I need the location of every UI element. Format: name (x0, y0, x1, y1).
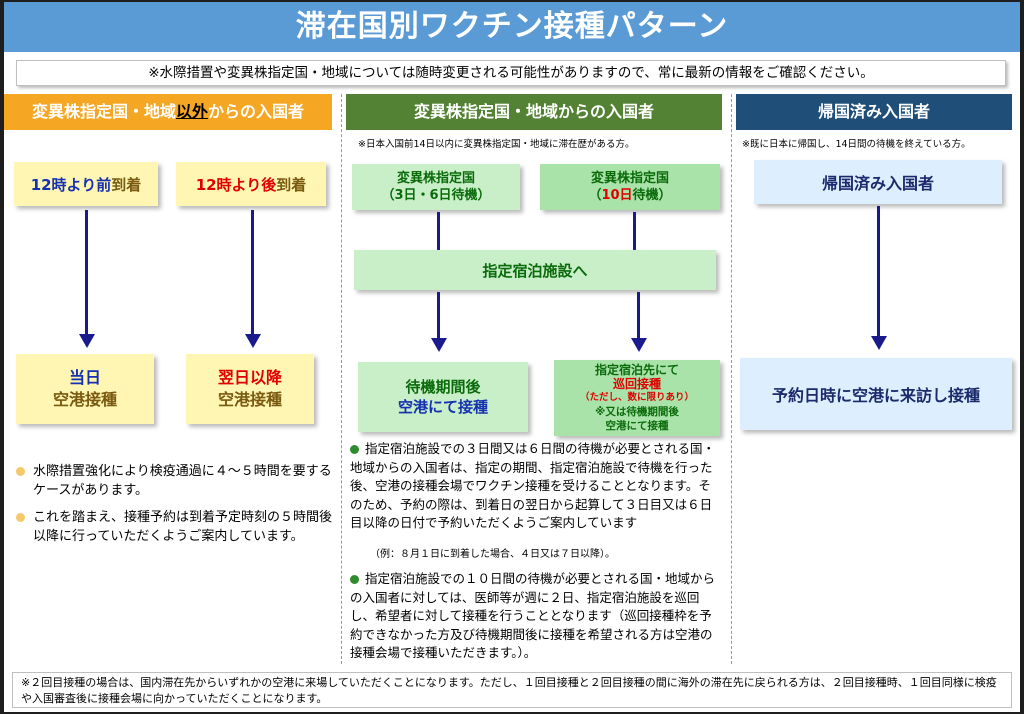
column-divider (341, 94, 342, 664)
box-text: 12時より (195, 175, 262, 194)
box-text: 変異株指定国 (590, 171, 669, 186)
col3-header: 帰国済み入国者 (736, 94, 1012, 130)
box-text: 指定宿泊先にて (594, 363, 679, 377)
col1-bullet-1: 水際措置強化により検疫通過に４～５時間を要するケースがあります。 (16, 462, 334, 500)
next-day-vaccination-box: 翌日以降 空港接種 (186, 354, 314, 424)
col1-bullet-2: これを踏まえ、接種予約は到着予定時刻の５時間後以降に行っていただくようご案内して… (16, 508, 334, 546)
bullet-dot-icon (16, 513, 25, 522)
box-text: 待機期間後 (405, 378, 481, 396)
bullet-dot-icon (16, 467, 25, 476)
box-text: 翌日以降 (217, 368, 282, 387)
page: 滞在国別ワクチン接種パターン ※水際措置や変異株指定国・地域については随時変更さ… (4, 2, 1020, 712)
footnote: ※２回目接種の場合は、国内滞在先からいずれかの空港に来場していただくことになりま… (12, 672, 1012, 708)
notice-banner: ※水際措置や変異株指定国・地域については随時変更される可能性がありますので、常に… (16, 60, 1006, 86)
arrival-before-noon-box: 12時より前到着 (14, 162, 158, 206)
col3-subnote: ※既に日本に帰国し、14日間の待機を終えている方。 (742, 139, 971, 150)
bullet-dot-icon (350, 575, 359, 584)
bullet-dot-icon (350, 445, 359, 454)
arrival-after-noon-box: 12時より後到着 (176, 162, 326, 206)
returned-traveler-box: 帰国済み入国者 (754, 160, 1002, 204)
box-text-emphasis: 前 (96, 175, 112, 194)
col2-header: 変異株指定国・地域からの入国者 (346, 94, 722, 130)
box-text: （ (588, 188, 602, 203)
box-text: 空港接種 (52, 390, 117, 409)
box-text: 空港接種 (217, 390, 282, 409)
column-divider (731, 94, 732, 664)
designated-facility-box: 指定宿泊施設へ (354, 250, 716, 290)
box-text-emphasis: 後 (261, 175, 277, 194)
box-text-emphasis: 巡回接種 (612, 377, 661, 391)
col2-bullet-example: （例：８月１日に到着した場合、４日又は７日以降）。 (370, 549, 615, 560)
box-text: 12時より (30, 175, 97, 194)
box-text-emphasis: 10日 (601, 188, 633, 203)
variant-10-day-box: 変異株指定国 （10日待機） (540, 164, 720, 210)
col1-header-post: からの入国者 (208, 102, 305, 121)
box-text: 当日 (68, 368, 101, 387)
box-text: 指定宿泊施設へ (482, 261, 588, 280)
box-text: 予約日時に空港に来訪し接種 (771, 386, 980, 405)
bullet-text: 指定宿泊施設での３日間又は６日間の待機が必要とされる国・地域からの入国者は、指定… (350, 441, 716, 530)
box-text: ※又は待機期間後 (595, 406, 679, 418)
bullet-text: 指定宿泊施設での１０日間の待機が必要とされる国・地域からの入国者に対しては、医師… (350, 571, 716, 660)
col2-bullet-1: 指定宿泊施設での３日間又は６日間の待機が必要とされる国・地域からの入国者は、指定… (350, 440, 722, 533)
box-text: 帰国済み入国者 (821, 174, 934, 193)
col1-header: 変異株指定国・地域以外からの入国者 (4, 94, 332, 130)
after-waiting-airport-box: 待機期間後 空港にて接種 (358, 362, 528, 432)
box-text: （3日・6日 (381, 188, 452, 203)
bullet-text: 水際措置強化により検疫通過に４～５時間を要するケースがあります。 (33, 464, 332, 498)
box-text: 到着 (111, 175, 142, 194)
rounds-vaccination-box: 指定宿泊先にて 巡回接種 （ただし、数に限りあり） ※又は待機期間後 空港にて接… (554, 360, 720, 436)
box-text: （ただし、数に限りあり） (579, 392, 694, 403)
col1-header-emphasis: 以外 (175, 102, 208, 121)
scheduled-airport-visit-box: 予約日時に空港に来訪し接種 (740, 358, 1012, 430)
col2-bullet-2: 指定宿泊施設での１０日間の待機が必要とされる国・地域からの入国者に対しては、医師… (350, 570, 722, 663)
variant-3-6-day-box: 変異株指定国 （3日・6日待機） (352, 164, 520, 210)
box-text: 到着 (276, 175, 307, 194)
box-text: 変異株指定国 (396, 171, 475, 186)
page-title: 滞在国別ワクチン接種パターン (4, 2, 1020, 52)
box-text: 空港にて接種 (605, 420, 669, 432)
same-day-vaccination-box: 当日 空港接種 (16, 354, 154, 424)
col2-subnote: ※日本入国前14日以内に変異株指定国・地域に滞在歴がある方。 (358, 139, 635, 150)
box-text: 待機） (632, 188, 672, 203)
col1-header-pre: 変異株指定国・地域 (31, 102, 176, 121)
box-text: 空港にて接種 (397, 398, 488, 416)
bullet-text: これを踏まえ、接種予約は到着予定時刻の５時間後以降に行っていただくようご案内して… (33, 510, 333, 544)
box-text: 待機） (451, 188, 491, 203)
